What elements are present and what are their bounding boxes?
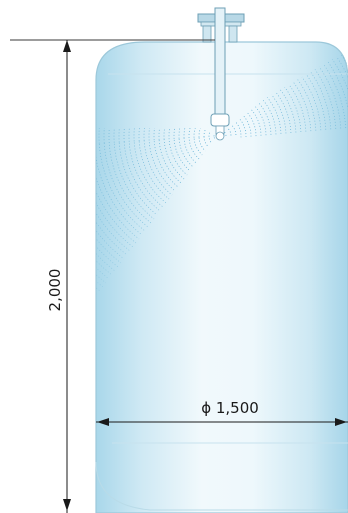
spray-arc — [98, 128, 108, 144]
height-dimension — [10, 39, 215, 513]
spray-arc — [235, 122, 242, 138]
spray-arc — [24, 64, 38, 148]
spray-nozzle — [197, 7, 245, 141]
spray-arc — [9, 58, 24, 149]
spray-arc — [0, 55, 15, 150]
spray-arc — [289, 77, 312, 140]
diameter-label: ϕ 1,500 — [201, 399, 259, 417]
spray-arc — [178, 138, 214, 177]
spray-arc — [183, 128, 187, 139]
height-label: 2,000 — [46, 269, 64, 312]
spray-arc — [4, 56, 19, 149]
spray-arc — [44, 71, 56, 147]
spray-arc — [29, 66, 42, 148]
spray-arc — [59, 77, 70, 146]
spray-arc — [178, 128, 183, 139]
spray-arc — [79, 84, 89, 145]
spray-arc — [232, 125, 237, 138]
spray-arc — [203, 129, 206, 138]
spray-arc — [153, 140, 210, 202]
spray-arc — [96, 146, 195, 296]
spray-arc — [224, 131, 227, 137]
spray-arc — [285, 80, 307, 140]
spray-arc — [301, 68, 327, 140]
spray-arc — [49, 73, 61, 147]
spray-arc — [64, 79, 75, 146]
spray-arc — [14, 60, 28, 149]
spray-arc — [19, 62, 33, 149]
spray-arc — [96, 145, 196, 291]
spray-arc — [84, 86, 94, 145]
spray-arc — [293, 74, 317, 140]
spray-arc — [103, 143, 202, 251]
spray-arc — [69, 80, 80, 145]
spray-arc — [163, 139, 212, 192]
spray-arc — [188, 128, 192, 138]
spray-arc — [153, 128, 159, 141]
spray-arc — [228, 128, 232, 137]
spray-arc — [193, 128, 197, 138]
spray-left-wedge — [0, 53, 215, 150]
spray-arc — [34, 68, 47, 148]
spray-arc — [282, 84, 302, 140]
spray-arc — [251, 109, 262, 139]
spray-arc — [239, 119, 247, 138]
spray-arc — [54, 75, 66, 147]
spray-arc — [208, 131, 211, 137]
spray-arc — [39, 69, 52, 147]
spray-arc — [158, 128, 164, 140]
spray-arc — [173, 128, 178, 139]
spray-arc — [74, 82, 84, 145]
spray-arc — [0, 53, 10, 150]
spray-arc — [96, 143, 201, 261]
spray-arc — [243, 116, 252, 138]
spray-arc — [168, 128, 173, 140]
spray-arc — [138, 141, 208, 217]
diameter-dimension — [96, 418, 348, 426]
spray-arc — [183, 138, 215, 172]
spray-arc — [198, 128, 201, 138]
spray-arc — [163, 128, 169, 140]
spray-arc — [148, 140, 209, 207]
